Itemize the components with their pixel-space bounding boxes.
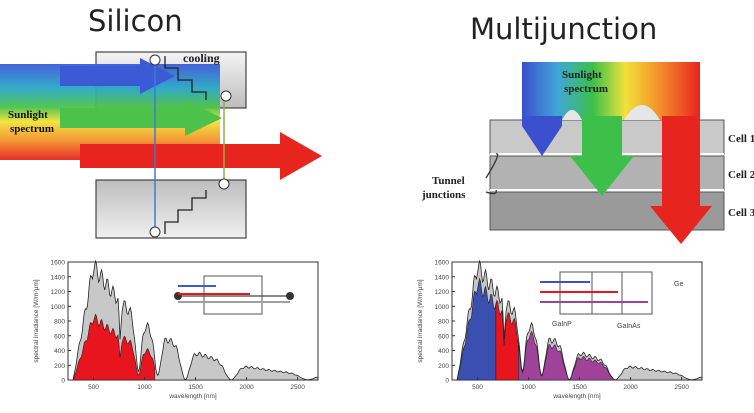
y-tick-label: 800 bbox=[438, 319, 449, 326]
multijunction-diagram: Sunlight spectrum Tunnel junctions Cell … bbox=[421, 62, 754, 244]
cooling-label: cooling bbox=[183, 51, 220, 65]
sunlight-label-line2: spectrum bbox=[10, 123, 54, 135]
y-axis-label: spectral irradiance [W/m²μm] bbox=[417, 279, 424, 362]
y-tick-label: 600 bbox=[54, 333, 65, 340]
y-tick-label: 1400 bbox=[435, 274, 450, 281]
band-gainas bbox=[495, 299, 519, 381]
silicon-title: Silicon bbox=[88, 4, 183, 38]
tunnel-label-line1: Tunnel bbox=[432, 175, 465, 187]
cell-3-label: Cell 3 bbox=[728, 207, 754, 219]
silicon-band-diagram: cooling Sunlight spectrum bbox=[0, 51, 322, 239]
tunnel-label-line2: junctions bbox=[421, 189, 466, 201]
x-tick-label: 2500 bbox=[674, 384, 689, 391]
inset-label-ge: Ge bbox=[674, 281, 683, 288]
x-axis-label: wavelength [nm] bbox=[552, 393, 601, 400]
cell-1-label: Cell 1 bbox=[728, 133, 754, 145]
inset-dot-right bbox=[286, 292, 294, 300]
x-tick-label: 2500 bbox=[290, 384, 305, 391]
multijunction-sunlight-line1: Sunlight bbox=[562, 69, 602, 81]
x-tick-label: 500 bbox=[88, 384, 99, 391]
tunnel-arrow-lower bbox=[485, 189, 497, 195]
red-absorbed-arrow bbox=[650, 116, 712, 244]
y-tick-label: 0 bbox=[61, 378, 65, 385]
x-tick-label: 2000 bbox=[239, 384, 254, 391]
y-tick-label: 1200 bbox=[435, 289, 450, 296]
y-tick-label: 200 bbox=[438, 363, 449, 370]
y-tick-label: 1600 bbox=[51, 260, 66, 267]
x-tick-label: 500 bbox=[472, 384, 483, 391]
valence-band bbox=[95, 179, 247, 239]
x-tick-label: 1500 bbox=[572, 384, 587, 391]
band-ge bbox=[518, 330, 616, 381]
y-tick-label: 1400 bbox=[51, 274, 66, 281]
x-tick-label: 2000 bbox=[623, 384, 638, 391]
y-tick-label: 1600 bbox=[435, 260, 450, 267]
blue-photon-arrow bbox=[60, 58, 175, 94]
sunlight-label-line1: Sunlight bbox=[8, 109, 48, 121]
y-tick-label: 600 bbox=[438, 333, 449, 340]
full-spectrum-area bbox=[72, 260, 319, 381]
x-axis-label: wavelength [nm] bbox=[168, 393, 217, 400]
cell-2-label: Cell 2 bbox=[728, 169, 754, 181]
y-tick-label: 400 bbox=[438, 348, 449, 355]
silicon-spectrum-chart: 0 200 400 600 800 1000 1200 1400 1600 500 1000 1500… bbox=[33, 260, 319, 400]
y-tick-label: 800 bbox=[54, 319, 65, 326]
multijunction-title: Multijunction bbox=[470, 12, 658, 46]
y-tick-label: 0 bbox=[445, 378, 449, 385]
tunnel-arrow-upper bbox=[485, 153, 499, 179]
inset-label-gainp: GaInP bbox=[552, 321, 572, 328]
cooling-staircase bbox=[164, 56, 207, 100]
inset-label-gainas: GaInAs bbox=[617, 323, 641, 330]
blue-absorbed-arrow bbox=[522, 116, 562, 156]
x-tick-label: 1500 bbox=[188, 384, 203, 391]
red-photon-arrow bbox=[80, 132, 322, 180]
y-tick-label: 1000 bbox=[435, 304, 450, 311]
y-tick-label: 1000 bbox=[51, 304, 66, 311]
x-tick-label: 1000 bbox=[521, 384, 536, 391]
green-absorbed-arrow bbox=[570, 116, 634, 196]
green-photon-arrow bbox=[60, 100, 222, 136]
band-gainp bbox=[456, 277, 497, 381]
y-axis-label: spectral irradiance [W/m²μm] bbox=[33, 279, 40, 362]
sunlight-beam bbox=[522, 62, 700, 120]
y-tick-label: 400 bbox=[54, 348, 65, 355]
multijunction-sunlight-line2: spectrum bbox=[564, 83, 608, 95]
multijunction-spectrum-chart: 0 200 400 600 800 1000 1200 1400 1600 500 1000 1500… bbox=[417, 260, 703, 400]
y-tick-label: 1200 bbox=[51, 289, 66, 296]
x-tick-label: 1000 bbox=[137, 384, 152, 391]
y-tick-label: 200 bbox=[54, 363, 65, 370]
absorbed-area bbox=[72, 313, 156, 381]
